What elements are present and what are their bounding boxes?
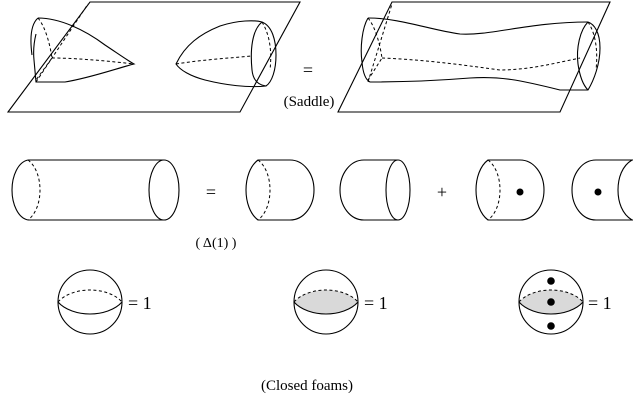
saddle-rhs [337, 1, 611, 113]
delta-cap-2-outline [339, 159, 398, 221]
delta-cap-3-dot [516, 188, 524, 196]
sphere-dotted-dot-top [547, 277, 555, 285]
sphere-dotted-equator-front [518, 301, 584, 315]
sphere-plain-equator-back [57, 289, 123, 303]
saddle-equals: = [303, 60, 313, 80]
saddle-lhs [6, 1, 301, 113]
delta-cylinder-left-hidden [27, 159, 41, 221]
sphere-shaded-equator-front [293, 301, 359, 315]
saddle-lhs-right-cap-hidden [175, 21, 272, 71]
delta-cylinder [11, 159, 180, 221]
saddle-rhs-tube-front [360, 17, 601, 91]
sphere-dotted [518, 269, 584, 335]
sphere-plain [57, 269, 123, 335]
closed-foams-caption: (Closed foams) [261, 378, 353, 394]
sphere-plain-value: = 1 [128, 293, 152, 313]
saddle-rhs-tube-top [367, 17, 589, 35]
saddle-lhs-left-cap-hidden-rim [35, 3, 89, 83]
delta-label: ( Δ(1) ) [196, 236, 237, 251]
delta-cap-4-outline [571, 159, 633, 221]
delta-cap-3-outline [475, 159, 545, 221]
delta-cap-1-outline [245, 159, 315, 221]
delta-cap-3 [475, 159, 545, 221]
delta-cylinder-right-end [148, 159, 180, 221]
delta-equals: = [206, 182, 216, 202]
sphere-shaded-facet [294, 290, 358, 314]
saddle-lhs-left-cap-hidden [35, 17, 135, 81]
saddle-rhs-tube-right-rim [576, 21, 589, 91]
saddle-lhs-left-cap [30, 17, 136, 83]
saddle-lhs-plane [6, 1, 301, 113]
saddle-rhs-plane [337, 1, 611, 113]
sphere-dotted-value: = 1 [588, 293, 612, 313]
delta-cap-4 [571, 159, 633, 221]
sphere-shaded-equator-back [293, 289, 359, 303]
sphere-shaded [293, 269, 359, 335]
delta-cylinder-body [11, 159, 164, 221]
delta-cap-2-rim [385, 159, 411, 221]
sphere-plain-outline [57, 269, 123, 335]
sphere-shaded-value: = 1 [364, 293, 388, 313]
delta-cap-1 [245, 159, 315, 221]
saddle-lhs-right-cap [175, 20, 277, 88]
saddle-lhs-right-cap-rim [250, 21, 267, 87]
delta-cap-1-hidden [257, 159, 271, 221]
delta-cap-3-hidden [487, 159, 501, 221]
delta-plus: + [437, 182, 447, 202]
saddle-label: (Saddle) [284, 94, 335, 110]
saddle-rhs-hidden-rim [367, 3, 393, 83]
sphere-dotted-dot-middle [547, 298, 555, 306]
delta-cap-4-rim [617, 159, 633, 221]
delta-cap-2 [339, 159, 411, 221]
sphere-dotted-dot-bottom [547, 322, 555, 330]
sphere-plain-equator-front [57, 301, 123, 315]
delta-cap-4-dot [594, 188, 602, 196]
sphere-dotted-equator-back [518, 289, 584, 303]
saddle-rhs-tube-hidden [367, 17, 598, 81]
